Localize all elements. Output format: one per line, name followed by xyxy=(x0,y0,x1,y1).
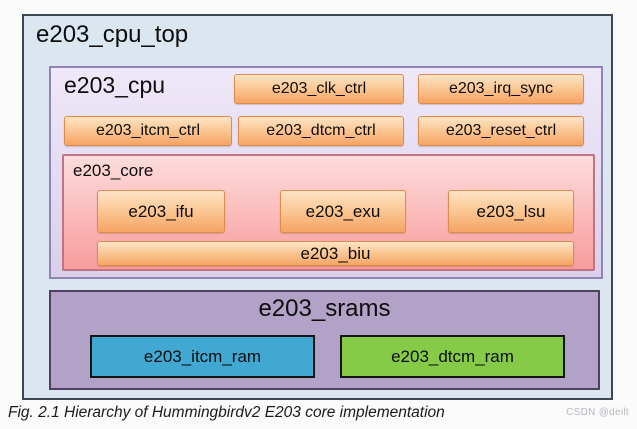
srams-label: e203_srams xyxy=(258,295,391,322)
module-dtcm-ctrl: e203_dtcm_ctrl xyxy=(238,116,404,146)
cpu-box: e203_cpu e203_clk_ctrl e203_irq_sync e20… xyxy=(49,66,603,279)
module-exu: e203_exu xyxy=(280,190,406,233)
module-clk-ctrl: e203_clk_ctrl xyxy=(234,74,404,104)
figure-caption: Fig. 2.1 Hierarchy of Hummingbirdv2 E203… xyxy=(8,404,445,421)
module-itcm-ctrl: e203_itcm_ctrl xyxy=(64,116,232,146)
module-irq-sync: e203_irq_sync xyxy=(418,74,584,104)
module-biu: e203_biu xyxy=(97,241,574,266)
cpu-top-label: e203_cpu_top xyxy=(36,21,189,48)
csdn-watermark: CSDN @deilt xyxy=(566,407,629,418)
module-ifu: e203_ifu xyxy=(97,190,225,233)
module-itcm-ram: e203_itcm_ram xyxy=(90,335,315,378)
core-label: e203_core xyxy=(73,161,154,180)
cpu-label: e203_cpu xyxy=(64,72,166,98)
module-lsu: e203_lsu xyxy=(448,190,574,233)
core-box: e203_core e203_ifu e203_exu e203_lsu e20… xyxy=(62,154,595,271)
module-reset-ctrl: e203_reset_ctrl xyxy=(418,116,584,146)
module-dtcm-ram: e203_dtcm_ram xyxy=(340,335,565,378)
srams-box: e203_srams e203_itcm_ram e203_dtcm_ram xyxy=(49,290,600,390)
cpu-top-box: e203_cpu_top e203_cpu e203_clk_ctrl e203… xyxy=(22,14,613,400)
